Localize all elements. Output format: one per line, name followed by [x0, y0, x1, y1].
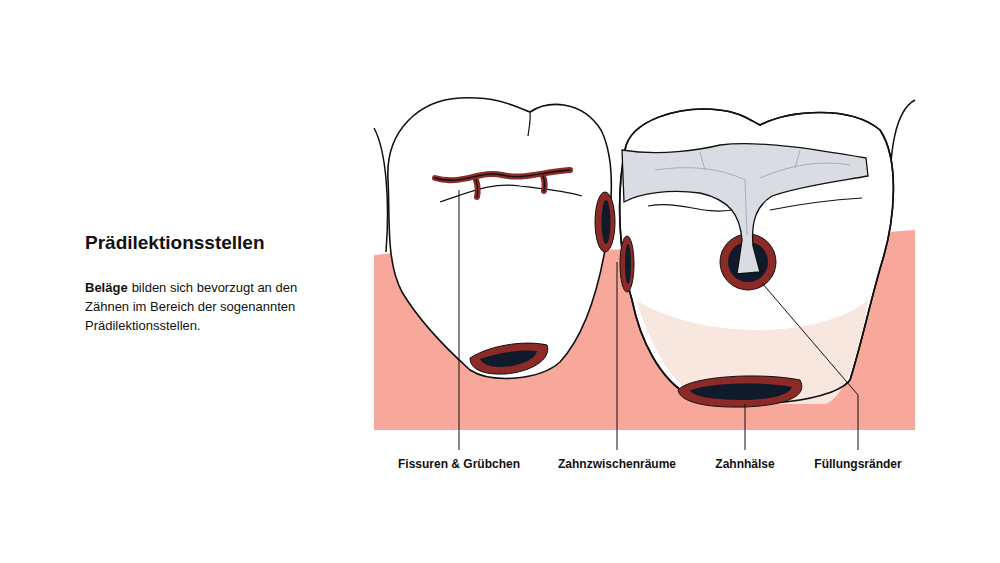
site-label: Zahnzwischenräume	[558, 457, 676, 471]
cusp-line	[440, 185, 582, 202]
right-molar-outline	[620, 109, 894, 404]
filling	[622, 144, 868, 274]
site-label: Fissuren & Grübchen	[398, 457, 520, 471]
cusp-groove	[528, 112, 530, 136]
neck-plaque	[470, 343, 548, 374]
neighbour-tooth-edge	[374, 128, 388, 252]
right-molar	[620, 109, 894, 404]
heading: Prädilektionsstellen	[85, 232, 265, 254]
neck-plaque-core	[480, 350, 537, 367]
interdental-plaque-core	[602, 200, 611, 244]
neck-plaque	[678, 376, 802, 407]
leader-lines	[459, 190, 858, 450]
interdental-plaque-core	[625, 244, 631, 284]
root-area	[636, 300, 868, 404]
intro-paragraph: Belägebilden sich bevorzugt an den Zähne…	[85, 278, 320, 335]
site-label: Füllungsränder	[814, 457, 901, 471]
fissure-mark	[435, 170, 570, 197]
bold-term: Beläge	[85, 280, 128, 295]
neck-plaque-core	[690, 384, 792, 400]
interdental-plaque	[595, 192, 615, 252]
interdental-plaque	[620, 236, 634, 292]
filling-detail	[655, 150, 850, 235]
site-label: Zahnhälse	[715, 457, 774, 471]
left-molar	[388, 98, 611, 379]
